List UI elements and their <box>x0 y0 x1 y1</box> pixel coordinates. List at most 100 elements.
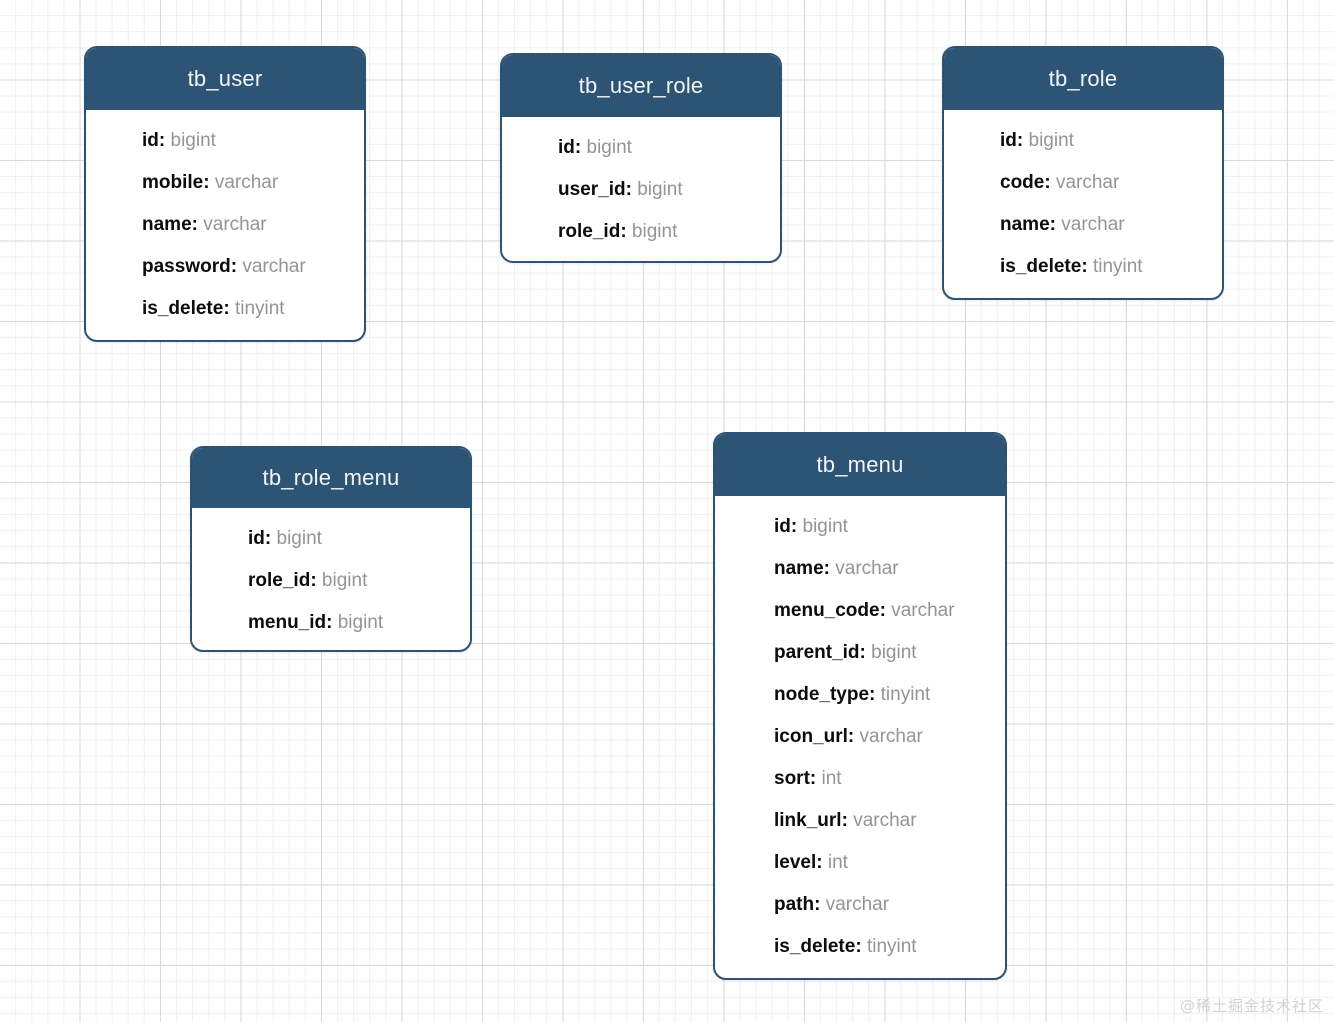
field-separator: : <box>326 612 338 633</box>
field-type: bigint <box>276 528 322 549</box>
field-row: parent_id: bigint <box>774 632 1005 674</box>
field-separator: : <box>191 214 204 235</box>
field-type: bigint <box>321 570 368 591</box>
field-row: menu_code: varchar <box>774 590 1005 632</box>
field-separator: : <box>203 172 215 193</box>
table-title: tb_role <box>1048 66 1118 91</box>
field-type: tinyint <box>234 298 285 319</box>
field-name: name <box>142 214 192 235</box>
field-row: menu_id: bigint <box>248 602 470 644</box>
field-name: user_id <box>558 179 626 200</box>
field-row: name: varchar <box>1000 204 1222 246</box>
field-row: sort: int <box>774 758 1005 800</box>
table-title: tb_role_menu <box>262 465 400 490</box>
table-title: tb_menu <box>816 452 904 477</box>
field-row: is_delete: tinyint <box>1000 246 1222 288</box>
field-type: bigint <box>337 612 384 633</box>
field-row: role_id: bigint <box>558 211 780 253</box>
field-row: path: varchar <box>774 884 1005 926</box>
table-header-tb_role: tb_role <box>944 48 1222 110</box>
field-type: bigint <box>871 642 917 663</box>
watermark-label: @稀土掘金技术社区 <box>1179 997 1324 1015</box>
table-header-tb_menu: tb_menu <box>715 434 1005 496</box>
field-type: bigint <box>586 137 632 158</box>
field-name: id <box>774 516 791 537</box>
field-name: icon_url <box>774 726 848 747</box>
field-separator: : <box>158 130 171 151</box>
field-type: tinyint <box>866 936 917 957</box>
field-type: varchar <box>853 810 917 831</box>
field-name: menu_code <box>774 600 880 621</box>
field-type: varchar <box>1055 172 1120 193</box>
field-type: varchar <box>835 558 899 579</box>
field-separator: : <box>625 179 638 200</box>
field-row: is_delete: tinyint <box>774 926 1005 968</box>
field-type: int <box>821 768 842 789</box>
field-type: varchar <box>242 256 306 277</box>
field-name: mobile <box>142 172 204 193</box>
field-separator: : <box>847 726 860 747</box>
field-row: password: varchar <box>142 246 364 288</box>
field-name: password <box>142 256 231 277</box>
field-row: name: varchar <box>142 204 364 246</box>
field-name: menu_id <box>248 612 327 633</box>
field-row: id: bigint <box>248 518 470 560</box>
field-name: sort <box>774 768 810 789</box>
field-separator: : <box>1081 256 1093 277</box>
field-name: id <box>1000 130 1017 151</box>
table-header-tb_user_role: tb_user_role <box>502 55 780 117</box>
field-type: varchar <box>825 894 890 915</box>
field-row: name: varchar <box>774 548 1005 590</box>
table-header-tb_role_menu: tb_role_menu <box>192 448 470 508</box>
field-separator: : <box>859 642 872 663</box>
field-separator: : <box>574 137 587 158</box>
field-name: node_type <box>774 684 870 705</box>
field-type: varchar <box>1061 214 1125 235</box>
field-row: mobile: varchar <box>142 162 364 204</box>
field-type: tinyint <box>880 684 931 705</box>
field-name: path <box>774 894 815 915</box>
field-type: tinyint <box>1092 256 1143 277</box>
field-separator: : <box>855 936 867 957</box>
field-row: id: bigint <box>142 120 364 162</box>
field-separator: : <box>841 810 854 831</box>
field-separator: : <box>310 570 322 591</box>
field-row: id: bigint <box>774 506 1005 548</box>
field-type: bigint <box>631 221 678 242</box>
field-name: role_id <box>248 570 311 591</box>
field-name: is_delete <box>1000 256 1082 277</box>
field-separator: : <box>264 528 277 549</box>
field-row: id: bigint <box>558 127 780 169</box>
field-name: level <box>774 852 817 873</box>
field-separator: : <box>869 684 881 705</box>
field-row: icon_url: varchar <box>774 716 1005 758</box>
field-separator: : <box>814 894 826 915</box>
field-separator: : <box>620 221 632 242</box>
field-separator: : <box>823 558 836 579</box>
field-separator: : <box>790 516 803 537</box>
field-type: bigint <box>1028 130 1074 151</box>
field-separator: : <box>230 256 243 277</box>
field-name: id <box>142 130 159 151</box>
field-separator: : <box>816 852 828 873</box>
field-name: code <box>1000 172 1045 193</box>
field-name: name <box>774 558 824 579</box>
field-name: is_delete <box>142 298 224 319</box>
table-title: tb_user_role <box>578 73 704 98</box>
field-name: link_url <box>774 810 842 831</box>
field-name: role_id <box>558 221 621 242</box>
table-header-tb_user: tb_user <box>86 48 364 110</box>
field-separator: : <box>1044 172 1056 193</box>
field-row: is_delete: tinyint <box>142 288 364 330</box>
field-row: role_id: bigint <box>248 560 470 602</box>
